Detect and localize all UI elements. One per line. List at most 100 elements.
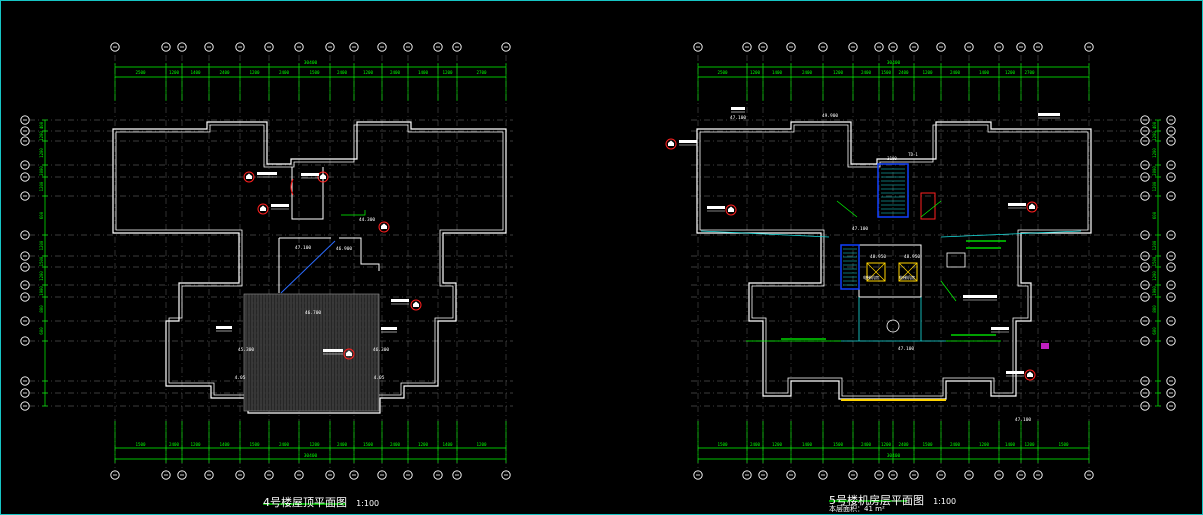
right-plan-grid-bubble-bottom-10 — [964, 470, 974, 480]
left-plan-grid-bubble-left-2 — [20, 136, 30, 146]
left-plan-grid-bubble-bottom-13 — [501, 470, 511, 480]
right-plan-dim-bottom-1: 2400 — [750, 442, 761, 447]
right-plan-dim-side-1-3: 2000 — [1152, 166, 1157, 176]
left-plan-diagonal — [280, 240, 336, 294]
left-plan-tag-4 — [323, 349, 343, 352]
left-plan-dim-bottom-11: 1400 — [442, 442, 453, 447]
right-plan-grid-bubble-bottom-2 — [758, 470, 768, 480]
right-plan-house-icon-0-glyph — [668, 140, 674, 146]
left-plan-tag-3 — [391, 299, 409, 302]
right-plan-elev-0: 47.100 — [730, 115, 747, 121]
right-plan-machine-room — [858, 244, 922, 298]
right-plan-dim-top-6: 1500 — [881, 70, 892, 75]
left-plan-dim-bottom-3: 1400 — [219, 442, 230, 447]
right-plan-tag-5 — [1038, 113, 1060, 116]
right-plan-dim-side-1-0: 400 — [1152, 121, 1157, 129]
right-plan-dim-top-12: 2700 — [1024, 70, 1035, 75]
right-plan-grid-bubble-right-inner-7 — [1140, 251, 1150, 261]
right-plan-room-label-0: 电梯机房 — [863, 274, 879, 280]
right-plan-grid-bubble-top-3 — [786, 42, 796, 52]
left-plan-grid-bubble-bottom-6 — [294, 470, 304, 480]
right-plan-dim-bottom-5: 2400 — [861, 442, 872, 447]
right-plan-grid-bubble-right-inner-15 — [1140, 401, 1150, 411]
right-plan-dim-bottom-0: 1500 — [717, 442, 728, 447]
right-plan-dim-bottom-11: 1400 — [1005, 442, 1016, 447]
left-plan-dim-bottom-1: 2400 — [169, 442, 180, 447]
left-plan-dim-top-11: 1200 — [442, 70, 453, 75]
right-plan-grid-bubble-top-11 — [994, 42, 1004, 52]
right-plan-elev-4: 48.950 — [870, 254, 887, 260]
right-plan-tag-2 — [1008, 203, 1026, 206]
right-plan-scale: 1:100 — [933, 497, 957, 506]
right-plan-grid-bubble-right-inner-14 — [1140, 388, 1150, 398]
right-plan-elevator-1-x2 — [898, 262, 918, 282]
left-plan-dim-side-0-8: 1200 — [39, 271, 44, 281]
right-plan-grid-bubble-right-13 — [1166, 376, 1176, 386]
right-plan-dim-bottom-12: 1200 — [1024, 442, 1035, 447]
right-plan-grid-bubble-top-13 — [1033, 42, 1043, 52]
left-plan-dim-bottom-9: 2400 — [390, 442, 401, 447]
left-plan-dim-top-1: 1200 — [169, 70, 180, 75]
right-plan-dim-bottom-2: 1200 — [772, 442, 783, 447]
left-plan-house-icon-2 — [317, 171, 329, 183]
right-plan-outline-outer — [696, 121, 1092, 400]
right-plan-area-note: 本层面积：41 m² — [829, 505, 885, 513]
left-plan-grid-bubble-left-0 — [20, 115, 30, 125]
left-plan-dim-side-0-1: 1200 — [39, 131, 44, 141]
right-plan-grid-bubble-bottom-12 — [1016, 470, 1026, 480]
right-plan-grid-bubble-top-1 — [742, 42, 752, 52]
right-plan-elev-3: 47.100 — [898, 346, 915, 352]
left-plan-outline-outer — [112, 121, 507, 414]
left-plan-dim-total-top: 30400 — [304, 60, 318, 66]
left-plan-elev-3: 46.700 — [305, 310, 322, 316]
right-plan-grid-bubble-right-2 — [1166, 136, 1176, 146]
left-plan-dim-side-0-6: 1200 — [39, 240, 44, 250]
right-plan-grid-bubble-top-12 — [1016, 42, 1026, 52]
right-plan-tag-0 — [679, 140, 697, 143]
right-plan-grid-bubble-right-5 — [1166, 191, 1176, 201]
left-plan-dim-top-2: 1400 — [190, 70, 201, 75]
right-plan-room-label-3: 3100 — [887, 156, 897, 161]
right-plan-grid-bubble-right-15 — [1166, 401, 1176, 411]
left-plan-red-arc — [290, 178, 294, 196]
right-plan-grid-bubble-top-10 — [964, 42, 974, 52]
left-plan-grid-bubble-top-6 — [294, 42, 304, 52]
left-plan-house-icon-3-glyph — [413, 301, 419, 307]
left-plan-title: 4号楼屋顶平面图 — [263, 496, 347, 509]
right-plan-tag-3 — [1006, 371, 1024, 374]
left-plan-grid-bubble-bottom-10 — [403, 470, 413, 480]
right-plan-tag-6 — [963, 295, 997, 298]
right-plan-grid-bubble-right-inner-12 — [1140, 336, 1150, 346]
left-plan-scale: 1:100 — [356, 499, 380, 508]
left-plan-dim-side-0-9: 1900 — [39, 286, 44, 296]
left-plan-grid-bubble-left-11 — [20, 316, 30, 326]
left-plan-dim-side-0-2: 1200 — [39, 148, 44, 158]
right-plan-grid-bubble-right-3 — [1166, 160, 1176, 170]
right-plan-tag-4 — [731, 107, 745, 110]
left-plan-roof-hatch — [243, 293, 380, 412]
left-plan-dim-bottom-0: 1500 — [135, 442, 146, 447]
left-plan-house-icon-1-glyph — [260, 205, 266, 211]
right-plan-dim-bottom-4: 1500 — [833, 442, 844, 447]
left-plan-grid-bubble-bottom-9 — [377, 470, 387, 480]
right-plan-dim-bottom-7: 2400 — [898, 442, 909, 447]
left-plan-elev-4: 45.300 — [238, 347, 255, 353]
left-plan-house-icon-4-glyph — [346, 350, 352, 356]
left-plan-grid-bubble-bottom-3 — [204, 470, 214, 480]
left-plan-grid-bubble-bottom-8 — [349, 470, 359, 480]
right-plan-grid-bubble-bottom-8 — [909, 470, 919, 480]
right-plan-grid-bubble-top-6 — [874, 42, 884, 52]
left-plan-grid-bubble-left-3 — [20, 160, 30, 170]
left-plan-dim-top-5: 2400 — [279, 70, 290, 75]
right-plan-elev-6: 47.100 — [852, 226, 869, 232]
left-plan-grid-bubble-bottom-12 — [452, 470, 462, 480]
right-plan-stair-0 — [877, 163, 909, 218]
right-plan-grid-bubble-right-inner-5 — [1140, 191, 1150, 201]
right-plan-grid-bubble-bottom-5 — [848, 470, 858, 480]
right-plan-cyan-walls — [700, 230, 1082, 342]
left-plan-grid-bubble-left-13 — [20, 376, 30, 386]
right-plan-grid-bubble-right-inner-9 — [1140, 280, 1150, 290]
left-plan-title-block: 4号楼屋顶平面图 1:100 — [263, 491, 379, 510]
right-plan-dim-side-1-10: 800 — [1152, 305, 1157, 313]
left-plan-house-icon-1 — [257, 203, 269, 215]
